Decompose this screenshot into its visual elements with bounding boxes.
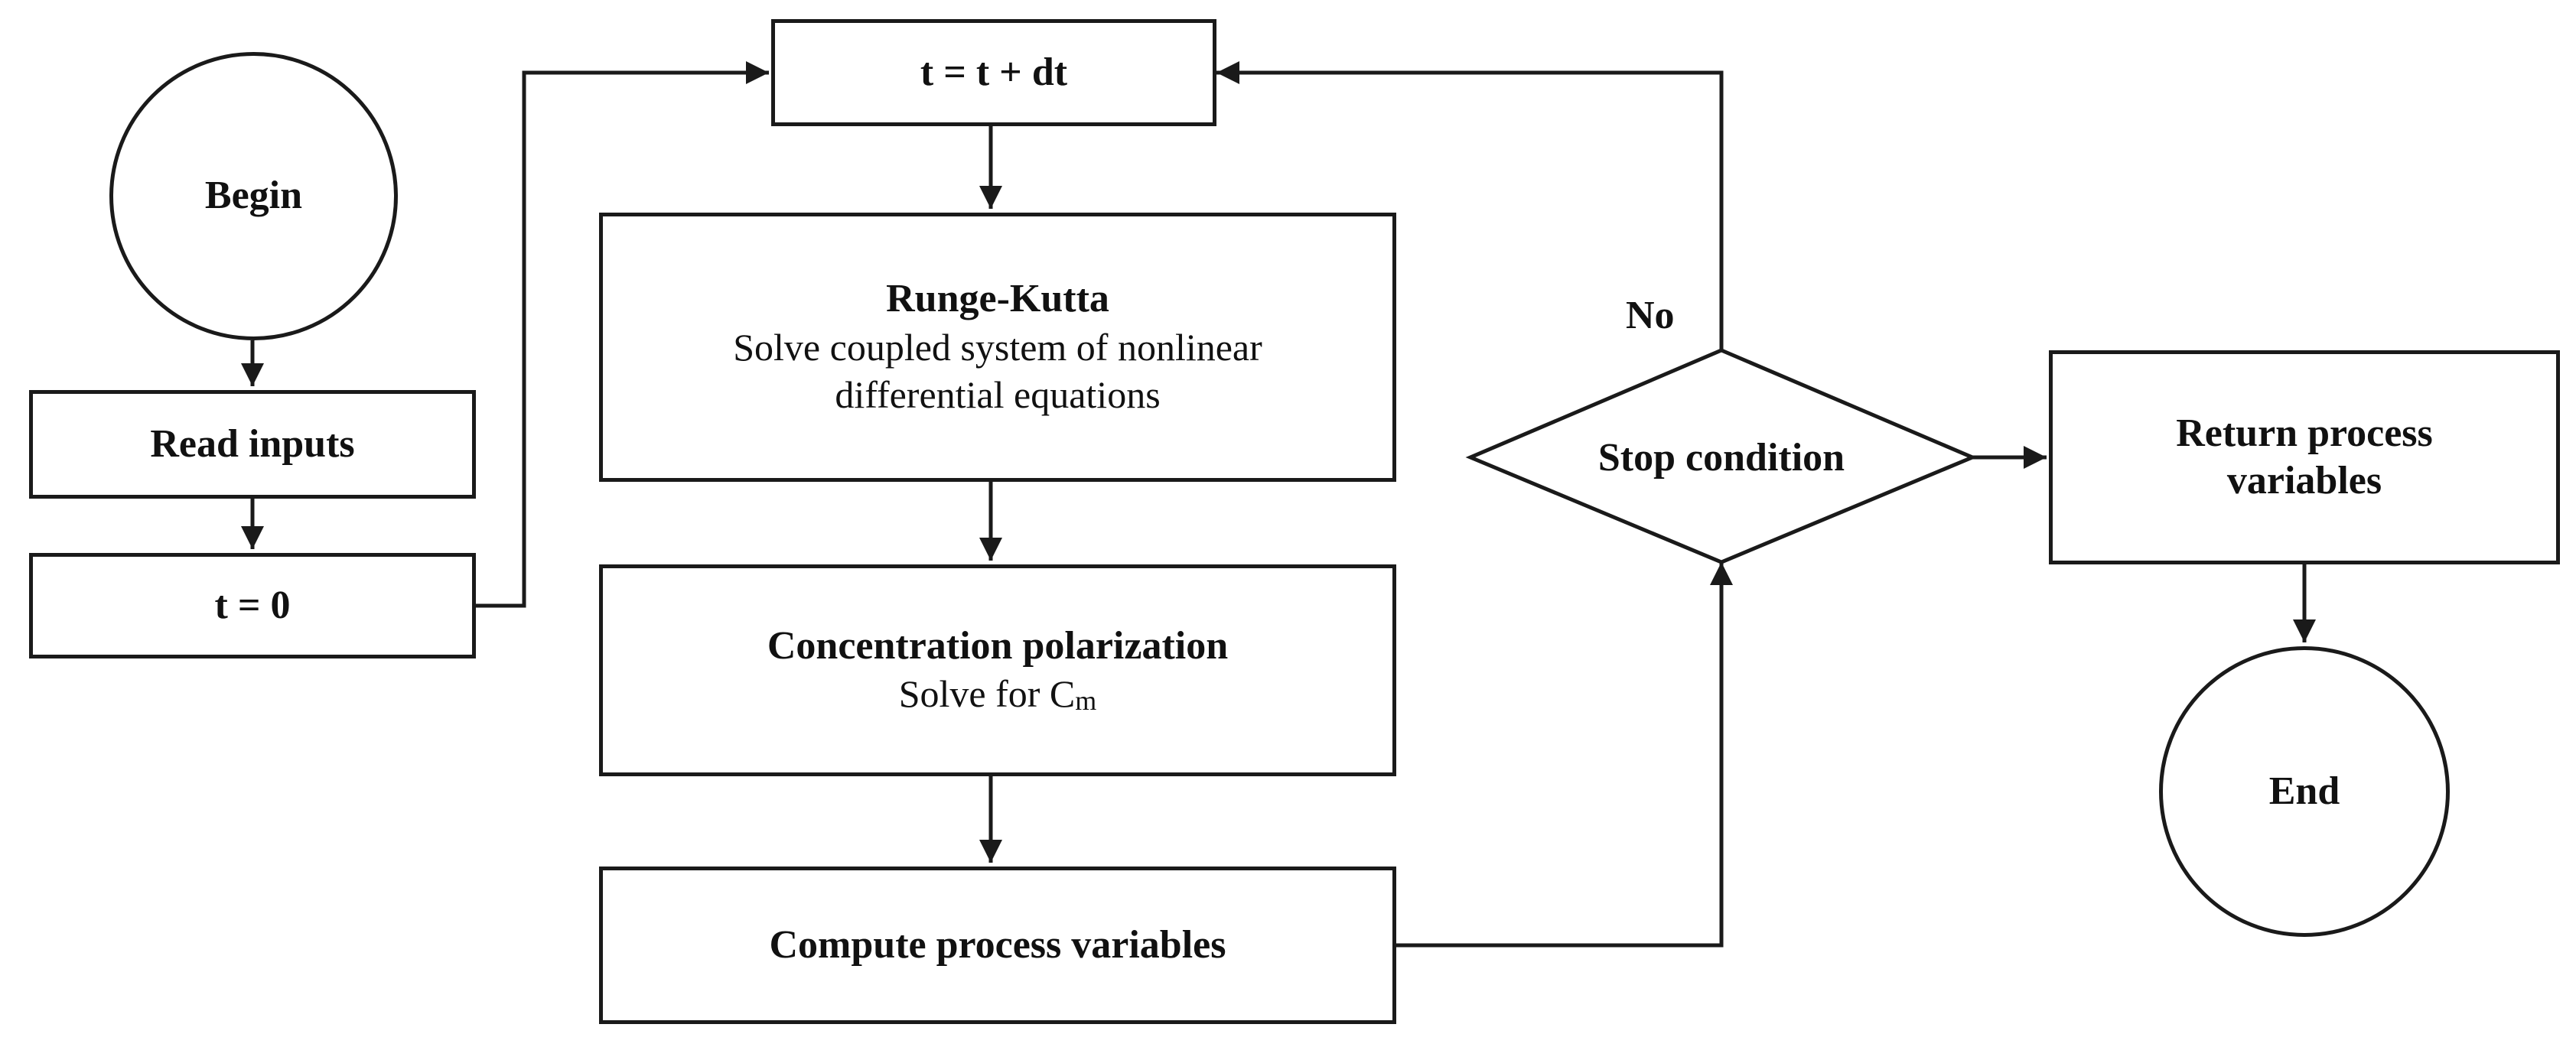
compute-label: Compute process variables — [769, 922, 1226, 967]
end-label: End — [2268, 769, 2340, 813]
read-inputs-label: Read inputs — [150, 421, 355, 466]
runge-kutta-title: Runge-Kutta — [886, 277, 1109, 321]
time-step-node: t = t + dt — [771, 19, 1216, 126]
begin-node: Begin — [109, 52, 398, 340]
t-zero-label: t = 0 — [214, 583, 291, 627]
t-zero-node: t = 0 — [29, 553, 476, 658]
read-inputs-node: Read inputs — [29, 390, 476, 499]
no-edge-label: No — [1626, 293, 1675, 338]
conc-pol-subscript: m — [1075, 685, 1097, 717]
time-step-label: t = t + dt — [920, 50, 1068, 94]
conc-pol-text-main: Solve for C — [898, 672, 1076, 716]
stop-condition-text: Stop condition — [1597, 435, 1845, 480]
edge-t-zero-to-time-step — [476, 61, 769, 608]
no-edge-text: No — [1626, 294, 1675, 337]
compute-node: Compute process variables — [599, 867, 1396, 1024]
runge-kutta-line2: differential equations — [835, 373, 1161, 417]
edge-stop-no-to-time-step — [1216, 61, 1724, 350]
return-vars-node: Return process variables — [2049, 350, 2560, 564]
runge-kutta-line1: Solve coupled system of nonlinear — [733, 325, 1262, 369]
begin-label: Begin — [204, 174, 303, 218]
return-vars-line2: variables — [2226, 459, 2382, 502]
conc-pol-title: Concentration polarization — [767, 623, 1229, 668]
return-vars-line1: Return process — [2176, 411, 2433, 455]
conc-pol-node: Concentration polarization Solve for Cm — [599, 564, 1396, 776]
runge-kutta-node: Runge-Kutta Solve coupled system of nonl… — [599, 213, 1396, 482]
end-node: End — [2159, 646, 2450, 937]
stop-condition-label: Stop condition — [1500, 428, 1943, 486]
edge-compute-to-stop — [1396, 562, 1733, 948]
stop-condition-diamond — [1465, 348, 1978, 564]
conc-pol-text: Solve for Cm — [899, 670, 1097, 718]
